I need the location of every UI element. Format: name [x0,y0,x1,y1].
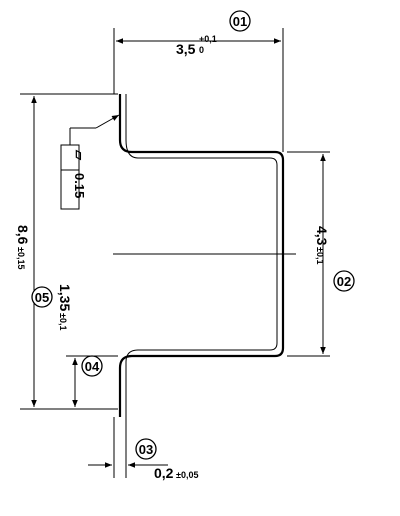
dim-height-tol: ±0,1 [315,247,325,264]
part-profile [118,94,285,417]
balloon-05-label: 05 [35,290,49,305]
control-frame [60,144,80,210]
dim-flange-value: 1,35 [57,284,73,311]
dimension-total-height: 8,6 ±0,15 05 [15,93,118,410]
flatness-icon: ▱ [72,149,87,161]
balloon-01 [229,10,251,32]
balloon-05 [31,286,53,308]
dim-width-tol-lower: 0 [199,45,204,55]
balloon-02 [333,270,355,292]
balloon-03 [135,438,157,460]
dimension-flange: 1,35 ±0,1 04 [57,284,118,407]
leader-arrow [95,114,120,129]
profile-inner [125,94,278,417]
flatness-callout: ▱ 0.15 [60,114,120,210]
dim-width-tol-upper: +0,1 [199,34,217,44]
dim-thick-tol: ±0,05 [176,470,198,480]
balloon-04-label: 04 [85,359,100,374]
profile-outer [118,94,285,417]
dim-total-value: 8,6 [15,225,31,245]
balloon-02-label: 02 [337,274,351,289]
dim-flange-tol: ±0,1 [58,313,68,330]
dim-width-value: 3,5 [176,41,196,57]
flatness-value: 0.15 [72,173,87,198]
dimension-width: 3,5 +0,1 0 01 [113,10,284,152]
dim-height-value: 4,3 [314,226,330,246]
dimension-thickness: 0,2 ±0,05 03 [88,417,198,481]
dimension-inner-height: 4,3 ±0,1 02 [287,151,355,357]
balloon-01-label: 01 [233,14,247,29]
balloon-03-label: 03 [139,442,153,457]
dim-thick-value: 0,2 [154,465,174,481]
balloon-04 [81,355,103,377]
dim-total-tol: ±0,15 [16,247,26,269]
